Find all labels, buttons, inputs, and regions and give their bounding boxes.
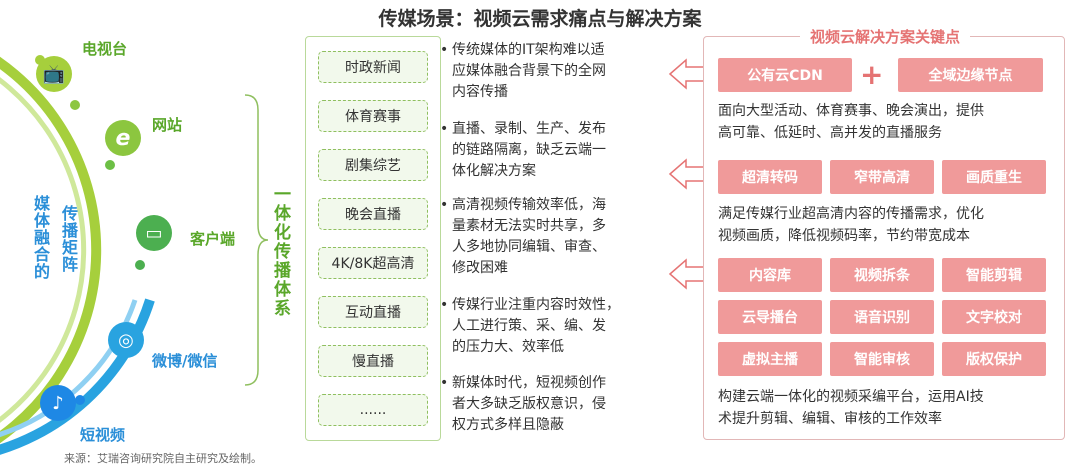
solution-tag: 公有云CDN (718, 58, 852, 92)
solution-tag: 内容库 (718, 258, 822, 292)
pain-line: 修改困难 (452, 260, 508, 276)
solution-tag: 画质重生 (942, 160, 1046, 194)
pain-line: 的压力大、效率低 (452, 339, 564, 355)
solution-desc: 构建云端一体化的视频采编平台，运用AI技 术提升剪辑、编辑、审核的工作效率 (718, 386, 1054, 430)
desc-line: 高可靠、低延时、高并发的直播服务 (718, 125, 942, 141)
bullet: • (440, 197, 449, 213)
scenario-item: 剧集综艺 (318, 149, 428, 181)
pain-line: 应媒体融合背景下的全网 (452, 63, 606, 79)
page-title: 传媒场景：视频云需求痛点与解决方案 (378, 8, 702, 30)
solution-desc: 满足传媒行业超高清内容的传播需求，优化 视频画质，降低视频码率，节约带宽成本 (718, 203, 1054, 247)
pain-line: 内容传播 (452, 84, 508, 100)
desc-line: 构建云端一体化的视频采编平台，运用AI技 (718, 389, 984, 405)
solution-tag: 智能审核 (830, 342, 934, 376)
pain-point: • 传媒行业注重内容时效性， 人工进行策、采、编、发 的压力大、效率低 (440, 295, 670, 358)
channel-label-website: 网站 (152, 116, 183, 134)
bullet: • (440, 121, 449, 137)
monitor-icon: ▭ (136, 215, 172, 251)
pain-line: 量素材无法实时共享，多 (452, 218, 606, 234)
channel-label-weibo-wechat: 微博/微信 (152, 352, 218, 370)
source-note: 来源：艾瑞咨询研究院自主研究及绘制。 (64, 452, 262, 465)
solution-tag: 文字校对 (942, 300, 1046, 334)
pain-point: • 直播、录制、生产、发布 的链路隔离，缺乏云端一 体化解决方案 (440, 119, 670, 182)
bullet: • (440, 42, 449, 58)
arrow-left-icon (668, 58, 707, 90)
desc-line: 视频画质，降低视频码率，节约带宽成本 (718, 228, 970, 244)
desc-line: 术提升剪辑、编辑、审核的工作效率 (718, 411, 942, 427)
pain-point: • 高清视频传输效率低，海 量素材无法实时共享，多 人多地协同编辑、审查、 修改… (440, 195, 670, 279)
system-title: 一体化传播体系 (270, 185, 290, 318)
ie-browser-icon: e (105, 120, 141, 156)
solution-tag: 超清转码 (718, 160, 822, 194)
pain-line: 的链路隔离，缺乏云端一 (452, 142, 606, 158)
scenario-item: 互动直播 (318, 296, 428, 328)
arrow-left-icon (668, 158, 707, 190)
solution-tag: 窄带高清 (830, 160, 934, 194)
solution-desc: 面向大型活动、体育赛事、晚会演出，提供 高可靠、低延时、高并发的直播服务 (718, 100, 1054, 144)
channel-label-app: 客户端 (190, 230, 236, 248)
desc-line: 面向大型活动、体育赛事、晚会演出，提供 (718, 103, 984, 119)
pain-line: 者大多缺乏版权意识，侵 (452, 396, 606, 412)
solution-tag: 云导播台 (718, 300, 822, 334)
solution-tag: 语音识别 (830, 300, 934, 334)
pain-line: 高清视频传输效率低，海 (452, 197, 606, 213)
bullet: • (440, 297, 449, 313)
solution-tag: 视频拆条 (830, 258, 934, 292)
pain-point: • 传统媒体的IT架构难以适 应媒体融合背景下的全网 内容传播 (440, 40, 670, 103)
solution-tag: 版权保护 (942, 342, 1046, 376)
scenario-item: 4K/8K超高清 (318, 247, 428, 279)
arrow-left-icon (668, 258, 707, 290)
pain-point: • 新媒体时代，短视频创作 者大多缺乏版权意识，侵 权方式多样且隐蔽 (440, 373, 670, 436)
scenario-item: 时政新闻 (318, 51, 428, 83)
bullet: • (440, 375, 449, 391)
solution-tag: 全域边缘节点 (898, 58, 1043, 92)
solution-title: 视频云解决方案关键点 (800, 26, 971, 47)
channel-label-short-video: 短视频 (80, 426, 126, 444)
weibo-icon: ◎ (108, 322, 144, 358)
pain-line: 人工进行策、采、编、发 (452, 318, 606, 334)
pain-line: 体化解决方案 (452, 163, 536, 179)
pain-line: 权方式多样且隐蔽 (452, 417, 564, 433)
matrix-text-2: 传播矩阵 (59, 205, 78, 273)
pain-line: 直播、录制、生产、发布 (452, 121, 606, 137)
scenario-list: 时政新闻 体育赛事 剧集综艺 晚会直播 4K/8K超高清 互动直播 慢直播 ..… (305, 36, 441, 441)
tiktok-icon: ♪ (40, 385, 76, 421)
scenario-item: 慢直播 (318, 345, 428, 377)
desc-line: 满足传媒行业超高清内容的传播需求，优化 (718, 206, 984, 222)
channel-label-tv: 电视台 (82, 40, 128, 58)
matrix-text-1: 媒体融合的 (31, 195, 50, 280)
scenario-item: ...... (318, 394, 428, 426)
scenario-item: 体育赛事 (318, 100, 428, 132)
pain-line: 新媒体时代，短视频创作 (452, 375, 606, 391)
solution-tag: 虚拟主播 (718, 342, 822, 376)
bracket (244, 94, 269, 386)
pain-line: 人多地协同编辑、审查、 (452, 239, 606, 255)
pain-line: 传媒行业注重内容时效性， (452, 297, 620, 313)
tv-icon: 📺 (36, 56, 72, 92)
plus-icon: + (860, 58, 884, 91)
pain-line: 传统媒体的IT架构难以适 (452, 42, 605, 58)
solution-tag: 智能剪辑 (942, 258, 1046, 292)
scenario-item: 晚会直播 (318, 198, 428, 230)
